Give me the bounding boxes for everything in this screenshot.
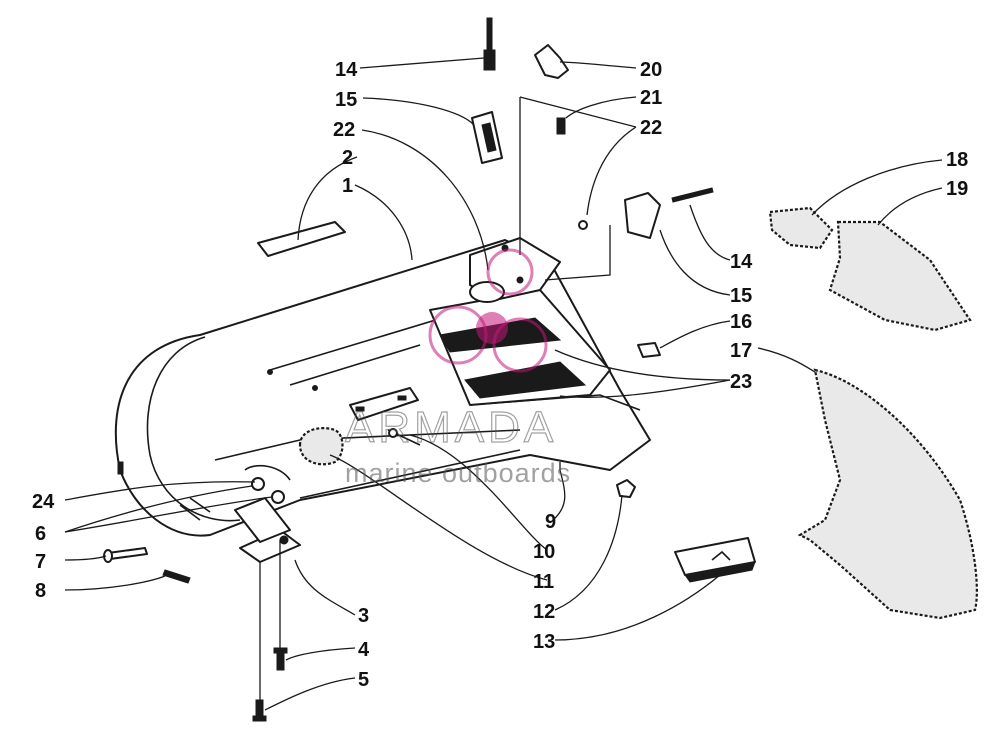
leader-lines xyxy=(64,57,943,711)
latch-hook xyxy=(534,44,569,79)
callout-16: 16 xyxy=(730,311,752,333)
pad-18 xyxy=(768,206,834,250)
vent-opening xyxy=(429,289,641,411)
watermark: ARMADA marine outboards xyxy=(344,248,571,488)
callout-9: 9 xyxy=(545,511,556,533)
bracket-plate xyxy=(349,387,421,446)
callout-14-right: 14 xyxy=(730,251,753,273)
callout-15-right: 15 xyxy=(730,285,752,307)
bolt-4 xyxy=(273,647,288,671)
nut xyxy=(616,479,636,498)
screw-top xyxy=(483,17,496,71)
catch-bracket xyxy=(624,192,661,239)
washer xyxy=(578,220,588,230)
callout-19: 19 xyxy=(946,178,968,200)
callout-22-right: 22 xyxy=(640,117,662,139)
callout-7: 7 xyxy=(35,551,46,573)
bolt-5 xyxy=(252,699,267,722)
knob-screw xyxy=(637,342,661,358)
callout-20: 20 xyxy=(640,59,662,81)
pin xyxy=(103,547,148,563)
pad-19 xyxy=(828,220,972,332)
callout-22-top: 22 xyxy=(333,119,355,141)
watermark-title: ARMADA xyxy=(345,403,557,452)
callout-5: 5 xyxy=(358,669,369,691)
seal-17 xyxy=(797,368,978,620)
screw-right xyxy=(671,187,714,203)
pad-small xyxy=(298,427,344,466)
callout-24: 24 xyxy=(32,491,55,513)
callout-21: 21 xyxy=(640,87,662,109)
screw-long xyxy=(162,569,191,584)
callout-2: 2 xyxy=(342,147,353,169)
callout-13: 13 xyxy=(533,631,555,653)
callout-17: 17 xyxy=(730,340,752,362)
callout-15-top: 15 xyxy=(335,89,357,111)
callout-23: 23 xyxy=(730,371,752,393)
callout-3: 3 xyxy=(358,605,369,627)
callout-11: 11 xyxy=(533,571,554,593)
callout-14-top: 14 xyxy=(335,59,358,81)
callout-18: 18 xyxy=(946,149,968,171)
callout-10: 10 xyxy=(533,541,555,563)
callout-labels: 14 15 22 2 1 20 21 22 18 19 14 15 16 17 … xyxy=(32,59,968,691)
callout-4: 4 xyxy=(358,639,370,661)
screw-small xyxy=(556,117,566,135)
decal-plate xyxy=(257,221,346,257)
watermark-logo xyxy=(428,248,548,373)
callout-6: 6 xyxy=(35,523,46,545)
callout-8: 8 xyxy=(35,580,46,602)
callout-12: 12 xyxy=(533,601,555,623)
watermark-subtitle: marine outboards xyxy=(345,458,571,488)
latch-assembly xyxy=(234,464,301,563)
foot-plate xyxy=(674,537,756,583)
callout-1: 1 xyxy=(342,175,353,197)
